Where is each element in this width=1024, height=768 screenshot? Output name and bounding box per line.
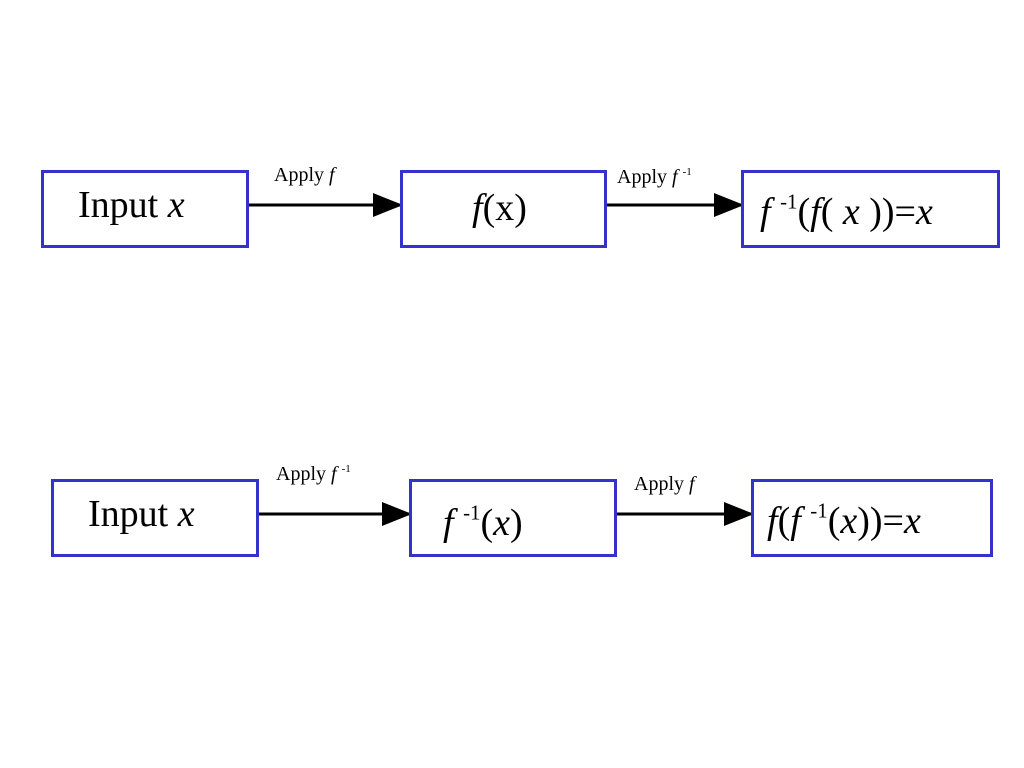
arrow-2-label-top: Apply f -1	[617, 165, 692, 188]
arrow-2-label-bottom: Apply f	[634, 473, 695, 495]
result-box-bottom	[751, 479, 993, 557]
finv-box-label: f -1(x)	[443, 500, 523, 544]
input-box-top-label: Input x	[78, 184, 185, 226]
arrow-1-label-top: Apply f	[274, 164, 335, 186]
finv-box	[409, 479, 617, 557]
result-box-top-label: f -1(f( x ))=x	[760, 189, 933, 233]
input-box-top	[41, 170, 249, 248]
input-box-bottom-label: Input x	[88, 493, 195, 535]
fx-box	[400, 170, 607, 248]
fx-box-label: f(x)	[472, 187, 527, 229]
result-box-top	[741, 170, 1000, 248]
arrow-1-label-bottom: Apply f -1	[276, 462, 351, 485]
input-box-bottom	[51, 479, 259, 557]
result-box-bottom-label: f(f -1(x))=x	[767, 498, 921, 542]
